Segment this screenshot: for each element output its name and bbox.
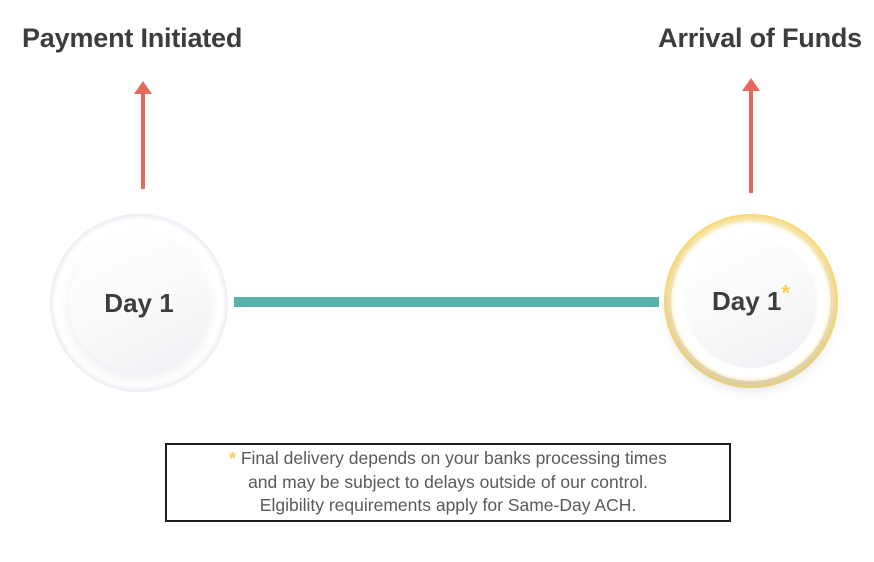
arrow-shaft-shape [141,91,145,189]
footnote-disclaimer-box: * Final delivery depends on your banks p… [165,443,731,522]
node-start-day-text: Day 1 [104,287,174,318]
node-end-day-text: Day 1 [712,285,782,316]
timeline-node-start-label: Day 1 [104,288,173,319]
node-disc-shape [684,234,818,368]
node-disc-shape [69,233,209,373]
arrowhead-shape [742,78,760,91]
heading-arrival-of-funds: Arrival of Funds [658,23,862,53]
footnote-text: * Final delivery depends on your banks p… [223,447,673,518]
timeline-node-start[interactable]: Day 1 [50,214,228,392]
timeline-node-end[interactable]: Day 1* [664,214,838,388]
node-end-asterisk: * [781,279,790,305]
up-arrow-icon-payment-initiated [130,81,156,189]
arrow-shaft-shape [749,88,753,193]
timeline-node-end-label: Day 1* [712,281,790,317]
footnote-asterisk-marker: * [229,448,236,469]
heading-payment-initiated: Payment Initiated [22,23,243,53]
timeline-connector-line [234,297,659,307]
up-arrow-icon-arrival-of-funds [738,78,764,193]
arrowhead-shape [134,81,152,94]
footnote-line-2: and may be subject to delays outside of … [248,471,648,492]
footnote-line-1: Final delivery depends on your banks pro… [240,448,667,469]
footnote-line-3: Elgibility requirements apply for Same-D… [259,495,637,516]
